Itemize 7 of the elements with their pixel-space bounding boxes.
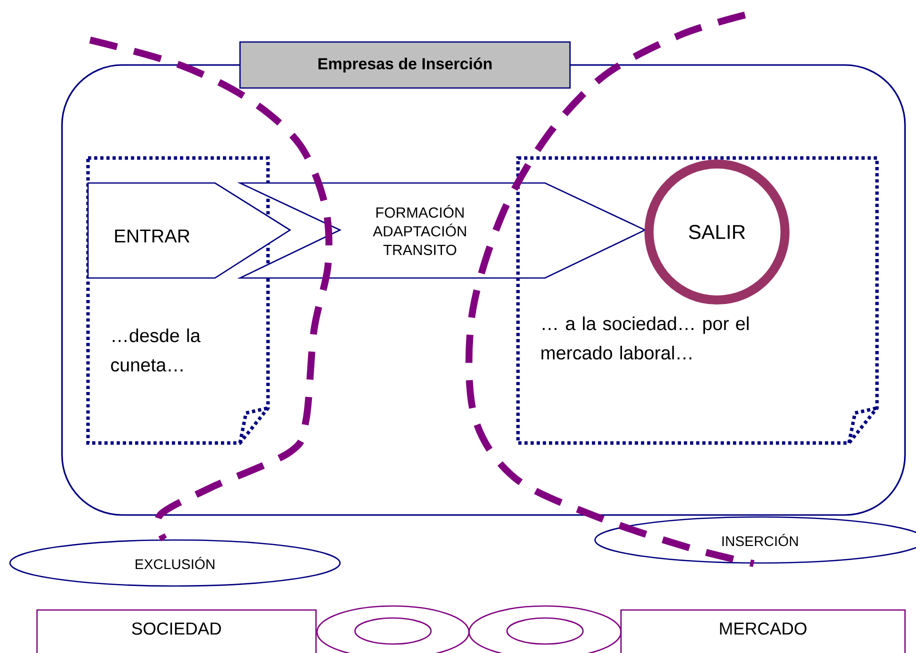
chevron-box: ENTRAR <box>87 182 292 279</box>
ring <box>468 605 622 653</box>
dashed-curve <box>465 12 754 568</box>
ring <box>316 605 470 653</box>
title-box: Empresas de Inserción <box>239 41 571 89</box>
box: MERCADO <box>620 609 906 653</box>
box: SOCIEDAD <box>36 609 317 653</box>
